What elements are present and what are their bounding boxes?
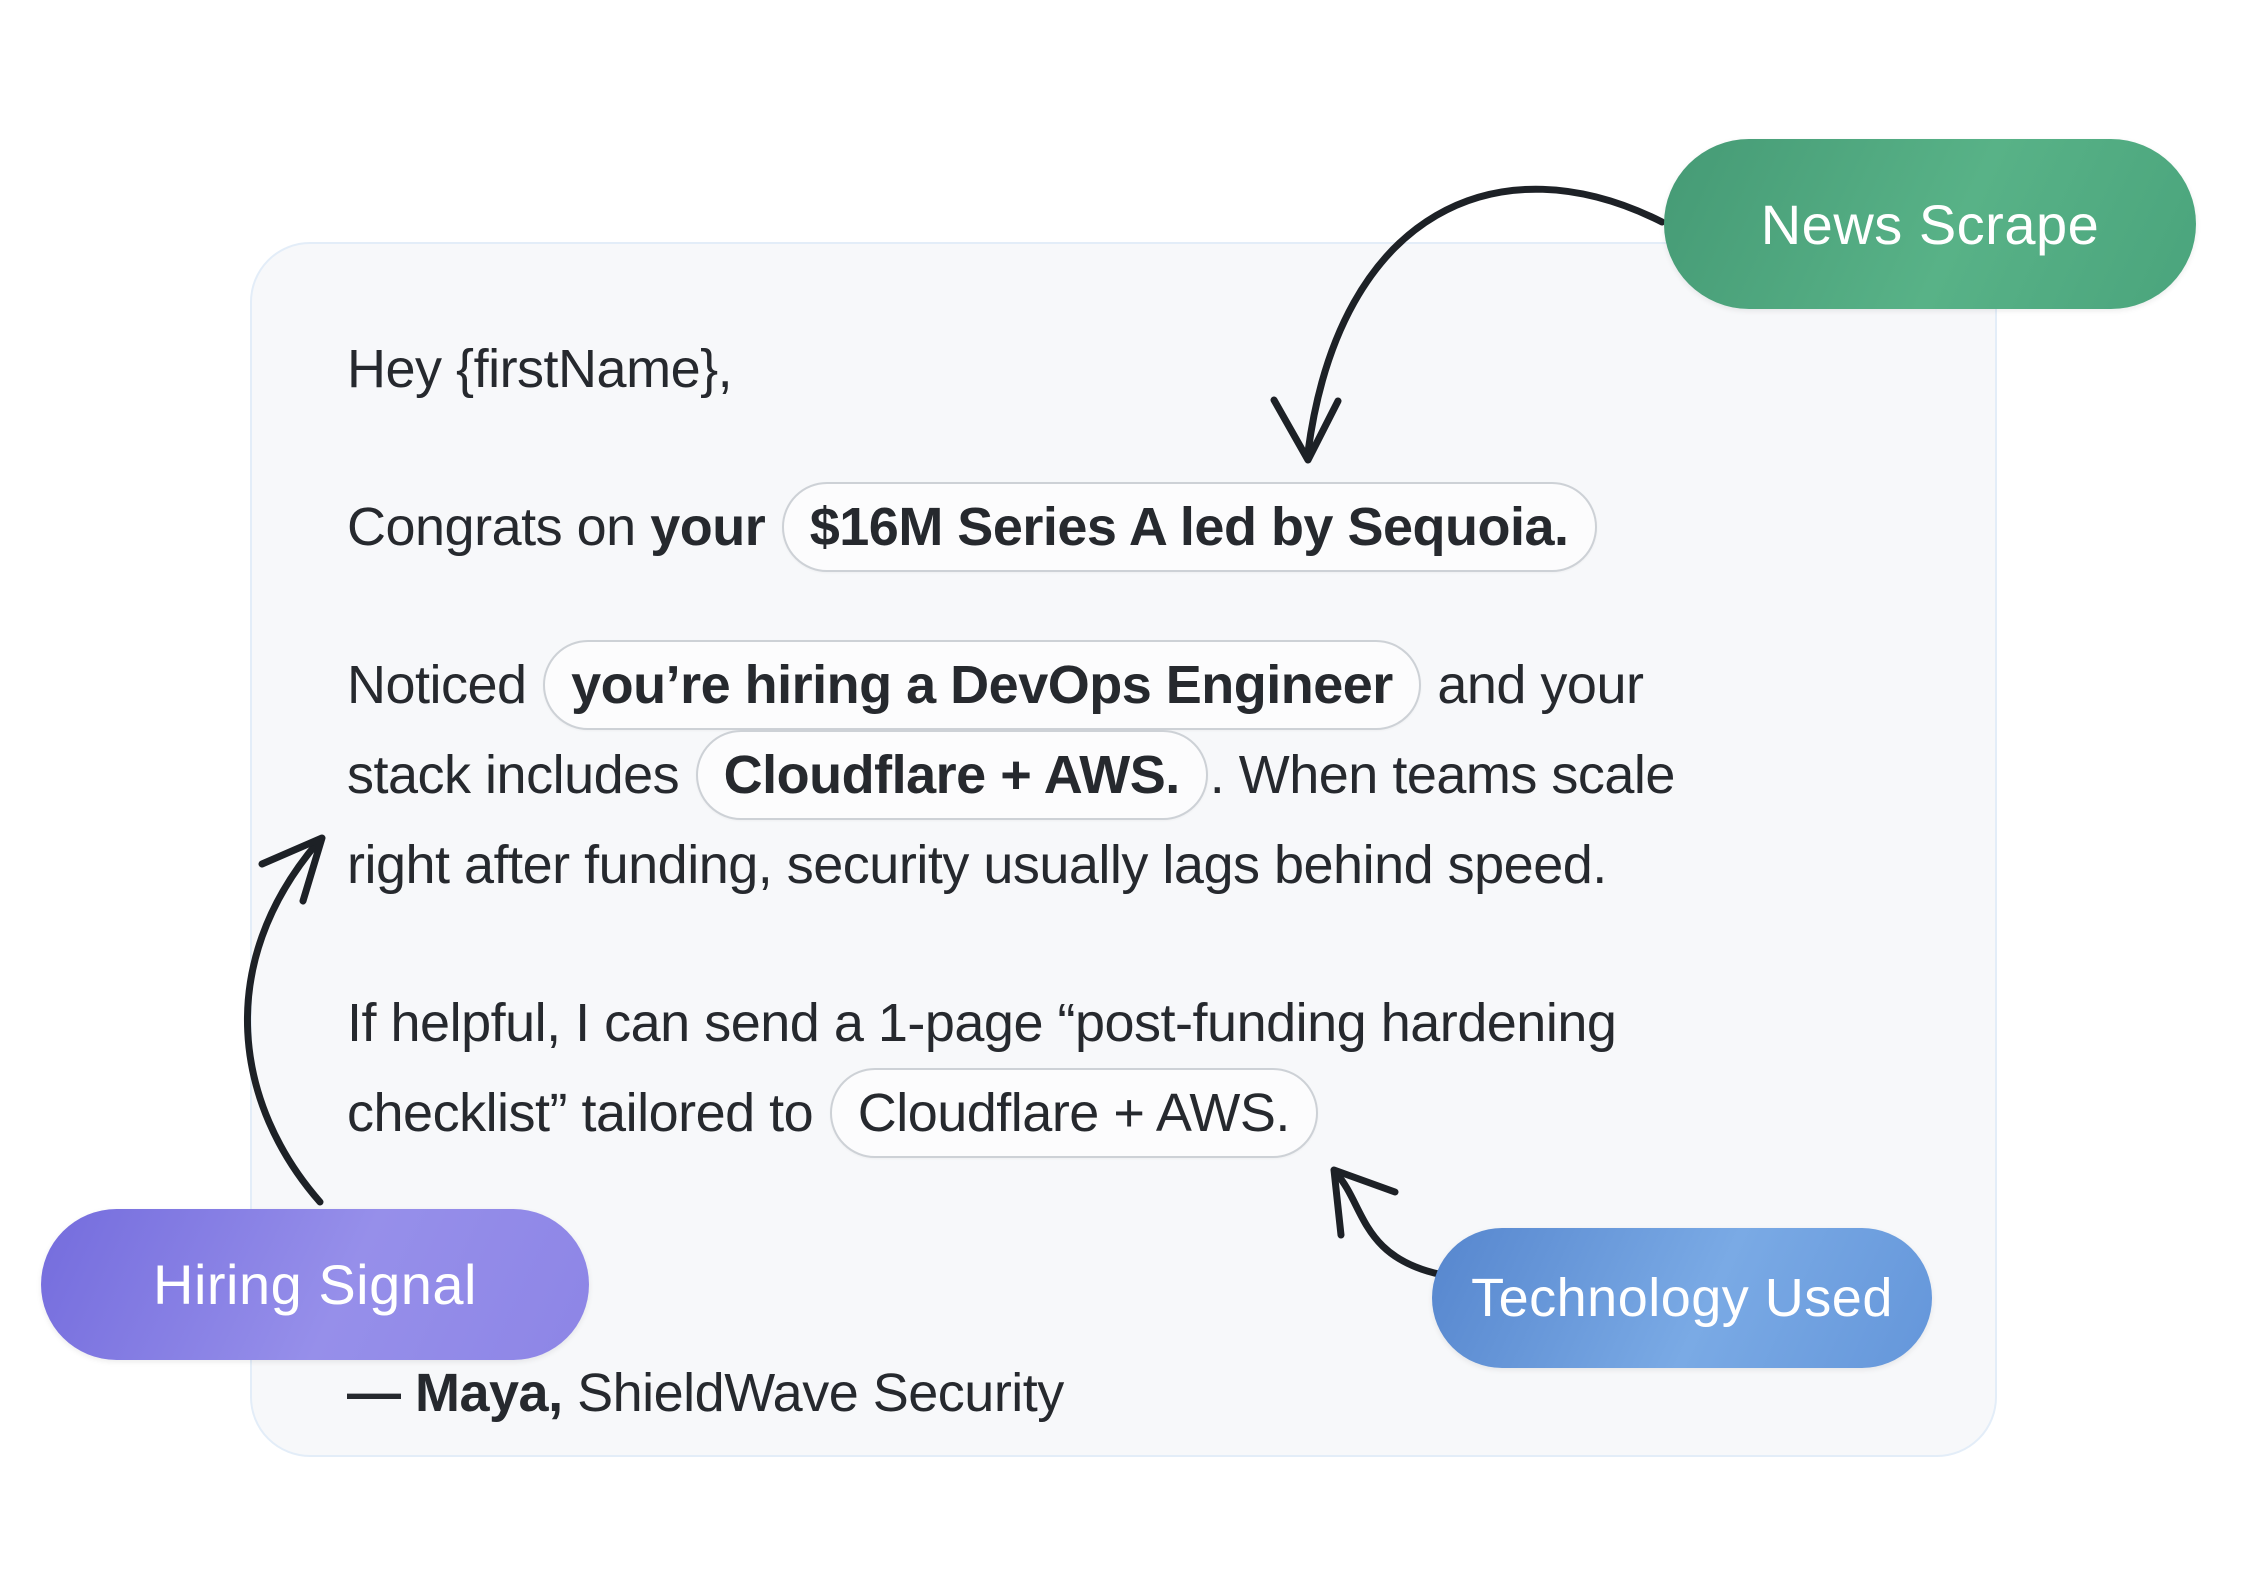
email-line: Noticed you’re hiring a DevOps Engineer … xyxy=(347,640,1900,730)
email-body: Hey {firstName}, Congrats on your $16M Se… xyxy=(347,324,1900,1158)
email-line: If helpful, I can send a 1-page “post-fu… xyxy=(347,978,1900,1068)
email-line: checklist” tailored to Cloudflare + AWS. xyxy=(347,1068,1900,1158)
highlight-pill: Cloudflare + AWS. xyxy=(695,730,1208,820)
news-scrape-badge-label: News Scrape xyxy=(1760,192,2100,256)
text-segment: . When teams scale xyxy=(1209,745,1676,805)
text-segment: checklist” tailored to xyxy=(347,1083,828,1143)
text-segment: Hey {firstName}, xyxy=(347,339,733,399)
signature-company: ShieldWave Security xyxy=(562,1363,1064,1423)
text-segment: stack includes xyxy=(347,745,694,805)
text-segment: If helpful, I can send a 1-page “post-fu… xyxy=(347,993,1617,1053)
text-segment: and your xyxy=(1422,655,1644,715)
email-paragraph: Noticed you’re hiring a DevOps Engineer … xyxy=(347,640,1900,910)
text-segment: Noticed xyxy=(347,655,542,715)
highlight-pill: $16M Series A led by Sequoia. xyxy=(781,482,1597,572)
technology-used-badge: Technology Used xyxy=(1432,1228,1932,1368)
news-scrape-badge: News Scrape xyxy=(1664,139,2196,309)
email-line: Hey {firstName}, xyxy=(347,324,1900,414)
text-segment: Congrats on xyxy=(347,497,651,557)
email-paragraph: If helpful, I can send a 1-page “post-fu… xyxy=(347,978,1900,1158)
signature-name: — Maya, xyxy=(347,1363,563,1423)
email-line: stack includes Cloudflare + AWS.. When t… xyxy=(347,730,1900,820)
text-segment: right after funding, security usually la… xyxy=(347,835,1607,895)
technology-used-badge-label: Technology Used xyxy=(1471,1268,1893,1328)
hiring-signal-badge: Hiring Signal xyxy=(41,1209,589,1360)
highlight-pill: you’re hiring a DevOps Engineer xyxy=(543,640,1421,730)
text-segment: your xyxy=(650,497,780,557)
highlight-pill: Cloudflare + AWS. xyxy=(829,1068,1318,1158)
signature: — Maya, ShieldWave Security xyxy=(347,1348,1900,1438)
email-line: Congrats on your $16M Series A led by Se… xyxy=(347,482,1900,572)
email-line: right after funding, security usually la… xyxy=(347,820,1900,910)
email-paragraph: Congrats on your $16M Series A led by Se… xyxy=(347,482,1900,572)
hiring-signal-badge-label: Hiring Signal xyxy=(153,1253,477,1316)
email-paragraph: Hey {firstName}, xyxy=(347,324,1900,414)
